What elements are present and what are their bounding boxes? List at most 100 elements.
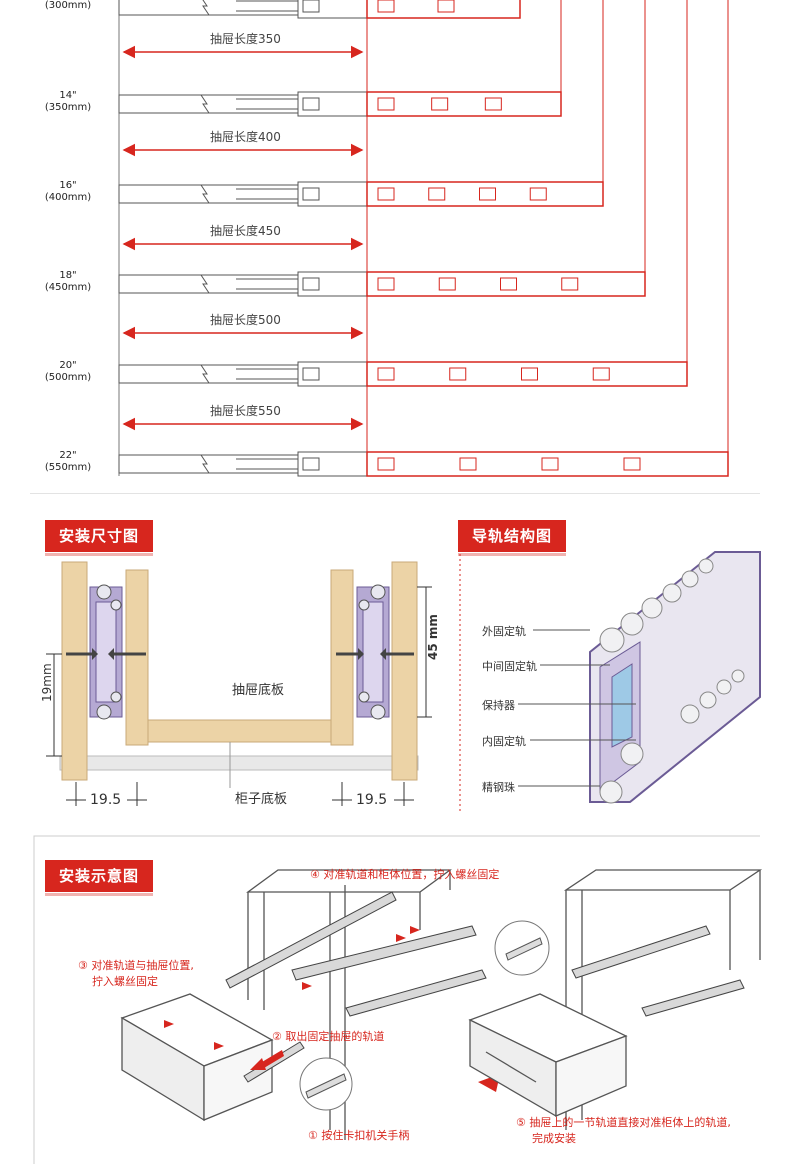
cabinet-rail-right	[571, 925, 745, 1017]
dims-svg	[46, 551, 761, 812]
gap-dimension-right	[332, 782, 414, 806]
structure-label-inner-rail: 内固定轨	[482, 735, 526, 748]
step3-text: ③ 对准轨道与抽屉位置, 拧入螺丝固定	[78, 958, 194, 990]
rail-slot	[302, 187, 320, 201]
rail-red-slot	[377, 277, 395, 291]
rail-row	[118, 0, 562, 117]
rail-profile-left	[89, 584, 123, 720]
drawer-length-label: 抽屉长度400	[210, 130, 281, 144]
structure-title: 导轨结构图	[458, 520, 567, 556]
rail-size-inch: 16"	[59, 180, 77, 191]
install-section: 安装示意图 ④ 对准轨道和柜体位置，拧入螺丝固定 ③ 对准轨道与抽屉位置, 拧入…	[0, 830, 790, 1164]
rail-size-mm: (300mm)	[44, 0, 92, 11]
break-mark	[200, 364, 210, 384]
rail-red-slot	[437, 0, 455, 13]
cabinet-frame-left	[246, 869, 452, 1140]
gap-dimension-left	[66, 782, 147, 806]
rail-size-inch: 18"	[59, 270, 77, 281]
drawer-bottom-board	[147, 719, 332, 743]
rail-row	[118, 0, 604, 207]
rail-slot	[302, 97, 320, 111]
rail-size-inch: 22"	[59, 450, 77, 461]
rail-red-slot	[500, 277, 517, 291]
step5-line1: ⑤ 抽屉上的一节轨道直接对准柜体上的轨道,	[516, 1116, 731, 1129]
step3-line1: ③ 对准轨道与抽屉位置,	[78, 959, 194, 972]
rail-size-mm: (350mm)	[44, 102, 92, 113]
rail-red-slot	[459, 457, 477, 471]
step3-line2: 拧入螺丝固定	[92, 975, 158, 988]
rail-red-slot	[438, 277, 456, 291]
rail-red-slot	[431, 97, 449, 111]
rail-red-slot	[561, 277, 579, 291]
rail-size-label: 20"(500mm)	[40, 360, 96, 384]
height-label-left: 19mm	[40, 663, 54, 702]
step5-text: ⑤ 抽屉上的一节轨道直接对准柜体上的轨道, 完成安装	[516, 1115, 731, 1147]
rail-size-label: 16"(400mm)	[40, 180, 96, 204]
step4-text: ④ 对准轨道和柜体位置，拧入螺丝固定	[310, 868, 500, 881]
rail-red-slot	[377, 457, 395, 471]
cabinet-bottom-board	[59, 755, 419, 771]
rail-length-svg	[118, 0, 729, 477]
rail-red-slot	[428, 187, 446, 201]
rail-slot	[302, 457, 320, 471]
rail-red-slot	[479, 187, 496, 201]
rail-profile-right	[356, 584, 390, 720]
rail-size-label: (300mm)	[40, 0, 96, 12]
break-mark	[200, 94, 210, 114]
install-svg	[33, 835, 763, 1164]
drawer-length-label: 抽屉长度550	[210, 404, 281, 418]
rail-slot	[302, 367, 320, 381]
dims-title: 安装尺寸图	[45, 520, 154, 556]
rail-red-slot	[541, 457, 559, 471]
rail-red-slot	[592, 367, 610, 381]
divider	[30, 493, 760, 494]
drawer-bottom-label: 抽屉底板	[232, 683, 285, 698]
gap-label-left: 19.5	[90, 792, 122, 808]
rail-row	[118, 0, 646, 297]
rail-red-slot	[529, 187, 547, 201]
drawer-side-left	[125, 569, 149, 746]
break-mark	[200, 184, 210, 204]
rail-row	[118, 0, 729, 477]
drawer-left	[120, 993, 274, 1122]
height-dimension-left	[46, 653, 62, 757]
drawer-length-label: 抽屉长度450	[210, 224, 281, 238]
install-title: 安装示意图	[45, 860, 154, 896]
structure-label-steel-ball: 精钢珠	[482, 781, 515, 794]
gap-label-right: 19.5	[356, 792, 388, 808]
release-lever-icon	[305, 937, 543, 1099]
rail-red-slot	[377, 0, 395, 13]
rail-size-mm: (550mm)	[44, 462, 92, 473]
break-mark	[202, 0, 210, 16]
drawer-side-right	[330, 569, 354, 746]
rail-size-inch: 20"	[59, 360, 77, 371]
rail-size-label: 22"(550mm)	[40, 450, 96, 474]
rail-size-mm: (400mm)	[44, 192, 92, 203]
rail-red-slot	[449, 367, 467, 381]
step5-line2: 完成安装	[532, 1132, 576, 1145]
rail-red-slot	[377, 97, 395, 111]
drawer-length-label: 抽屉长度350	[210, 32, 281, 46]
drawer-length-label: 抽屉长度500	[210, 313, 281, 327]
break-mark	[200, 454, 210, 474]
rail-red-slot	[377, 187, 395, 201]
structure-label-outer-rail: 外固定轨	[482, 625, 526, 638]
rail-size-mm: (500mm)	[44, 372, 92, 383]
rail-red-slot	[521, 367, 538, 381]
rail-slot	[302, 277, 320, 291]
screw-icon	[66, 648, 414, 660]
cabinet-rail-pair	[225, 891, 487, 1017]
rail-structure-illustration	[459, 551, 761, 812]
height-label-right: 45 mm	[426, 614, 440, 660]
rail-red-slot	[623, 457, 641, 471]
rail-red-slot	[484, 97, 502, 111]
rail-slot	[302, 0, 320, 13]
structure-label-middle-rail: 中间固定轨	[482, 660, 537, 673]
drawer-right	[468, 993, 628, 1118]
rail-size-label: 18"(450mm)	[40, 270, 96, 294]
rail-outer-segment	[366, 361, 688, 387]
rail-red-slot	[377, 367, 395, 381]
rail-row	[118, 0, 521, 19]
rail-length-chart: (300mm)14"(350mm)16"(400mm)18"(450mm)20"…	[0, 0, 790, 492]
rail-row	[118, 0, 688, 387]
